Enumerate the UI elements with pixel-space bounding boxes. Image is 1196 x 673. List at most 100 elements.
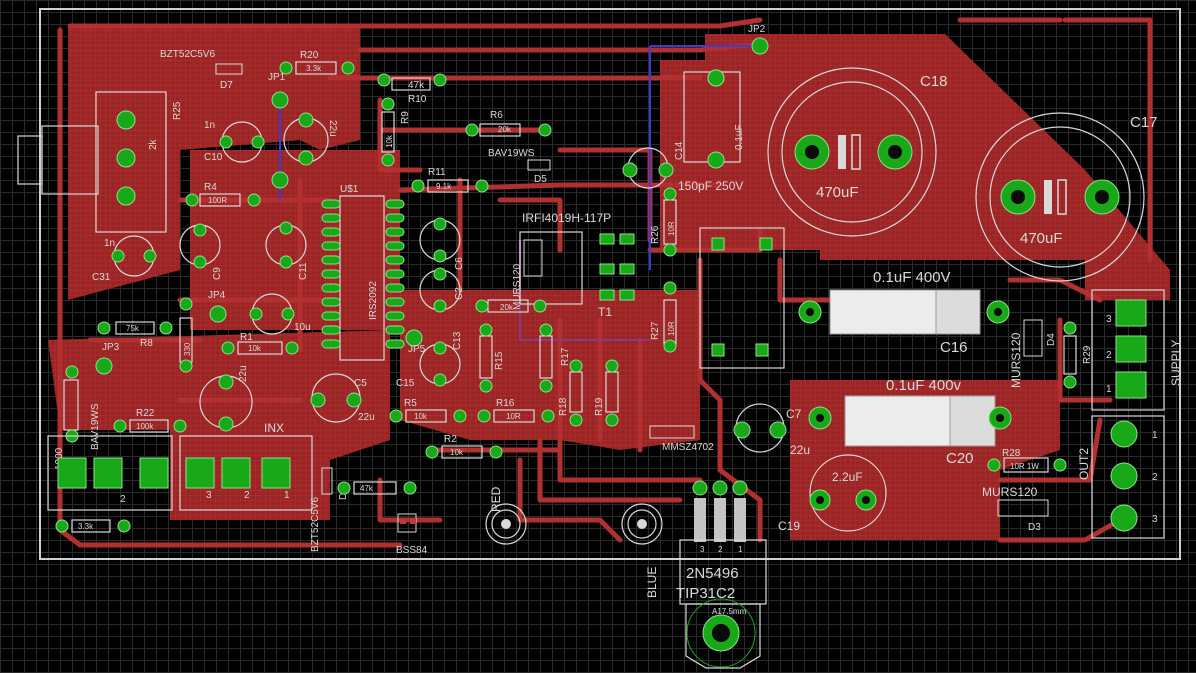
r20-pad-2[interactable] xyxy=(341,61,355,75)
c2-pad-1[interactable] xyxy=(433,267,447,281)
r6-pad-1[interactable] xyxy=(465,123,479,137)
c11-pad-2[interactable] xyxy=(279,255,293,269)
r29-pad-2[interactable] xyxy=(1063,375,1077,389)
r9-pad-2[interactable] xyxy=(381,153,395,167)
supply-pad-3[interactable] xyxy=(1115,299,1147,327)
r27-pad-1[interactable] xyxy=(663,281,677,295)
supply-pad-2[interactable] xyxy=(1115,335,1147,363)
c9-pad-2[interactable] xyxy=(193,255,207,269)
r2-pad-2[interactable] xyxy=(489,445,503,459)
c6-pad-1[interactable] xyxy=(433,217,447,231)
r7-pad-1[interactable] xyxy=(337,481,351,495)
r7-pad-2[interactable] xyxy=(403,481,417,495)
bss84-pad-1[interactable] xyxy=(400,518,406,524)
r8-pad-1[interactable] xyxy=(97,321,111,335)
q-mosfet-pad-3[interactable] xyxy=(599,263,615,275)
out2-pad-1[interactable] xyxy=(1110,420,1138,448)
q-mosfet-pad-5[interactable] xyxy=(599,289,615,301)
terminal-left-pad-1[interactable] xyxy=(57,457,87,489)
inx-pad-3[interactable] xyxy=(185,457,215,489)
r19-pad-1[interactable] xyxy=(605,359,619,373)
r28-pad-1[interactable] xyxy=(987,458,1001,472)
r25-pad-2[interactable] xyxy=(116,148,136,168)
r2-pad-1[interactable] xyxy=(425,445,439,459)
q-mosfet-pad-1[interactable] xyxy=(599,233,615,245)
c5-pad-2[interactable] xyxy=(346,392,362,408)
c12-pad-2[interactable] xyxy=(658,162,674,178)
r10-pad-1[interactable] xyxy=(377,73,391,87)
tip-pad-2[interactable] xyxy=(712,480,728,496)
c12-pad-1[interactable] xyxy=(622,162,638,178)
c8-pad-2[interactable] xyxy=(281,307,295,321)
r29-pad-1[interactable] xyxy=(1063,321,1077,335)
r17-pad-2[interactable] xyxy=(539,379,553,393)
c4-pad-1[interactable] xyxy=(298,112,314,128)
c6-pad-2[interactable] xyxy=(433,249,447,263)
out2-pad-3[interactable] xyxy=(1110,504,1138,532)
c2-pad-2[interactable] xyxy=(433,299,447,313)
inductor-pad-3[interactable] xyxy=(711,343,725,357)
inductor-pad-4[interactable] xyxy=(755,343,769,357)
r4-pad-1[interactable] xyxy=(185,193,199,207)
inductor-pad-1[interactable] xyxy=(711,237,725,251)
c7-pad-1[interactable] xyxy=(733,421,751,439)
r11-pad-2[interactable] xyxy=(475,179,489,193)
jp2-pad-2[interactable] xyxy=(707,69,725,87)
r8-pad-2[interactable] xyxy=(159,321,173,335)
r3-pad-1[interactable] xyxy=(179,297,193,311)
r28-pad-2[interactable] xyxy=(1053,458,1067,472)
c8-pad-1[interactable] xyxy=(249,307,263,321)
r21-pad-2[interactable] xyxy=(117,519,131,533)
r19-pad-2[interactable] xyxy=(605,413,619,427)
jp2-pad[interactable] xyxy=(751,37,769,55)
tip-pad-1[interactable] xyxy=(732,480,748,496)
c14-pad-2[interactable] xyxy=(707,151,725,169)
r10-pad-2[interactable] xyxy=(433,73,447,87)
r13-pad-2[interactable] xyxy=(533,299,547,313)
c10-pad-1[interactable] xyxy=(219,135,233,149)
r26-pad-2[interactable] xyxy=(663,243,677,257)
c15-pad-1[interactable] xyxy=(433,341,447,355)
r18-pad-1[interactable] xyxy=(569,359,583,373)
r26-pad-1[interactable] xyxy=(663,187,677,201)
r11-pad-1[interactable] xyxy=(411,179,425,193)
jp3-pad[interactable] xyxy=(95,357,113,375)
c4-pad-2[interactable] xyxy=(298,150,314,166)
c9-pad-1[interactable] xyxy=(193,223,207,237)
r15-pad-2[interactable] xyxy=(479,379,493,393)
terminal-left-pad-2[interactable] xyxy=(93,457,123,489)
c3-pad-1[interactable] xyxy=(218,374,234,390)
r25-pad-1[interactable] xyxy=(116,110,136,130)
jp5-pad[interactable] xyxy=(405,329,423,347)
r21-pad-1[interactable] xyxy=(55,519,69,533)
c31-pad-2[interactable] xyxy=(143,249,157,263)
r22-pad-1[interactable] xyxy=(113,419,127,433)
c5-pad-1[interactable] xyxy=(310,392,326,408)
r1-pad-2[interactable] xyxy=(285,341,299,355)
r1-pad-1[interactable] xyxy=(221,341,235,355)
r15-pad-1[interactable] xyxy=(479,323,493,337)
c7-pad-2[interactable] xyxy=(769,421,787,439)
c3-pad-2[interactable] xyxy=(218,416,234,432)
r20-pad-1[interactable] xyxy=(279,61,293,75)
r22-pad-2[interactable] xyxy=(173,419,187,433)
inx-pad-2[interactable] xyxy=(221,457,251,489)
tip-pad-3[interactable] xyxy=(692,480,708,496)
c10-pad-2[interactable] xyxy=(251,135,265,149)
r16-pad-1[interactable] xyxy=(477,409,491,423)
q-mosfet-pad-4[interactable] xyxy=(619,263,635,275)
left-res-pad-1[interactable] xyxy=(65,365,79,379)
r16-pad-2[interactable] xyxy=(541,409,555,423)
inductor-pad-2[interactable] xyxy=(759,237,773,251)
c15-pad-2[interactable] xyxy=(433,373,447,387)
bss84-pad-2[interactable] xyxy=(410,518,416,524)
r18-pad-2[interactable] xyxy=(569,413,583,427)
out2-pad-2[interactable] xyxy=(1110,462,1138,490)
r5-pad-1[interactable] xyxy=(389,409,403,423)
supply-pad-1[interactable] xyxy=(1115,371,1147,399)
q-mosfet-pad-6[interactable] xyxy=(619,289,635,301)
r5-pad-2[interactable] xyxy=(453,409,467,423)
r6-pad-2[interactable] xyxy=(538,123,552,137)
r27-pad-2[interactable] xyxy=(663,339,677,353)
